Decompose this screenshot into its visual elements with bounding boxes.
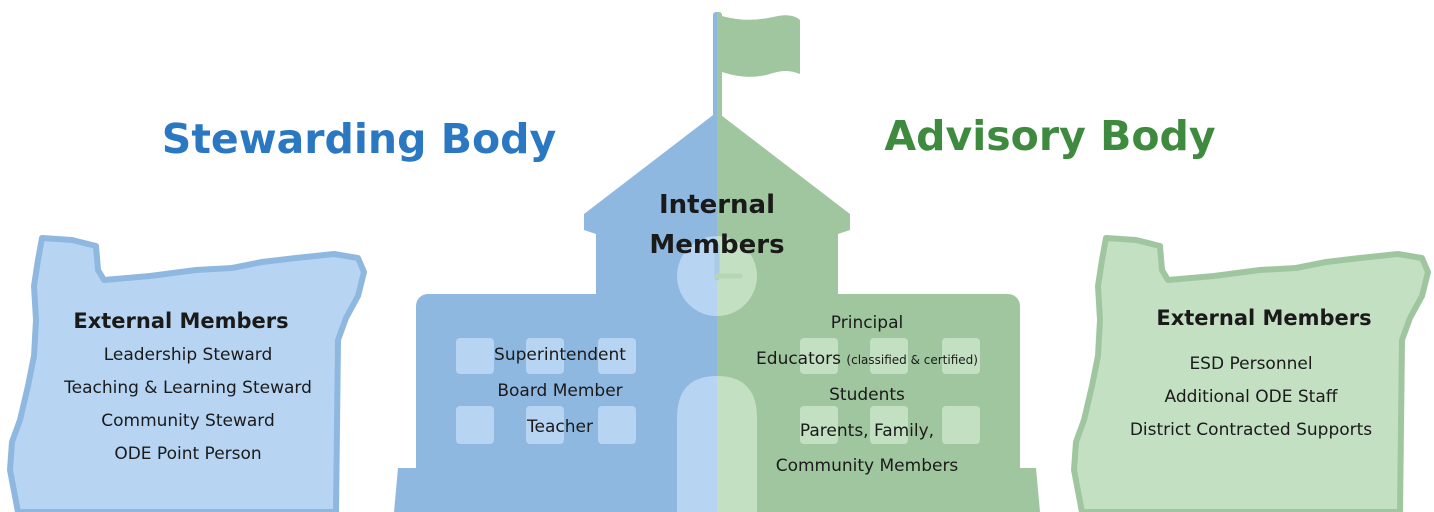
advisory-external-member: District Contracted Supports: [1129, 420, 1373, 440]
advisory-internal-member: Parents, Family,: [799, 421, 935, 441]
schoolhouse-icon: [717, 12, 1040, 512]
stewarding-external-member: Teaching & Learning Steward: [64, 378, 312, 398]
stewarding-body-title: Stewarding Body: [161, 115, 557, 163]
advisory-external-heading: External Members: [1156, 306, 1372, 330]
schoolhouse-icon: [394, 12, 717, 512]
stewarding-external-member: Community Steward: [101, 411, 275, 431]
stewarding-external-heading: External Members: [73, 309, 289, 333]
advisory-internal-member: Community Members: [775, 456, 959, 476]
advisory-internal-member: Students: [829, 385, 905, 405]
stewarding-external-member: Leadership Steward: [103, 345, 273, 365]
internal-members-line1: Internal: [658, 190, 776, 220]
educators-label: Educators: [756, 349, 842, 369]
stewarding-external-member: ODE Point Person: [114, 444, 262, 464]
clock-icon: [714, 243, 743, 281]
internal-members-line2: Members: [649, 230, 785, 260]
advisory-internal-member: Principal: [830, 313, 904, 333]
oregon-state-shape-icon: [1071, 235, 1431, 512]
stewarding-internal-member: Teacher: [527, 417, 593, 437]
advisory-external-member: Additional ODE Staff: [1164, 387, 1338, 407]
oregon-state-shape-icon: [7, 235, 367, 512]
stewarding-internal-member: Board Member: [497, 381, 623, 401]
advisory-external-member: ESD Personnel: [1189, 354, 1313, 374]
flag-icon: [722, 15, 800, 77]
educators-note: (classified & certified): [846, 353, 978, 367]
advisory-internal-member-educators: Educators (classified & certified): [756, 349, 978, 369]
stewarding-internal-member: Superintendent: [494, 345, 626, 365]
advisory-body-title: Advisory Body: [884, 112, 1216, 160]
